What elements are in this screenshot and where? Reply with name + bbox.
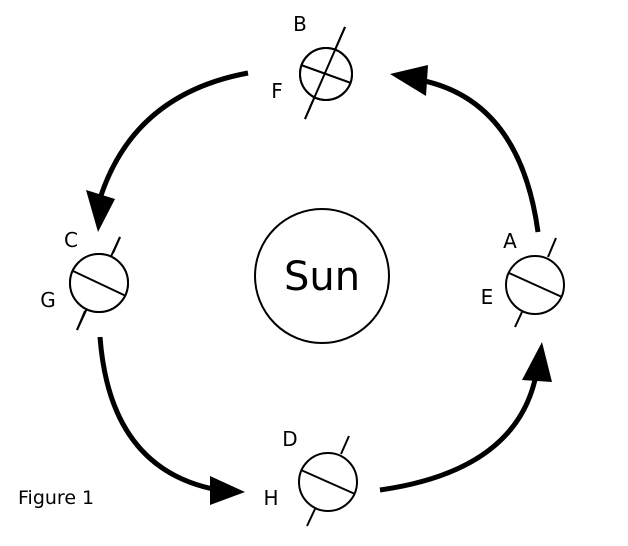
position-label-h: H xyxy=(263,486,278,510)
position-label-d: D xyxy=(282,427,297,451)
earth-position-left: C G xyxy=(40,228,129,331)
orbit-arrow-right-to-top xyxy=(419,77,541,233)
orbit-arrow-left-to-bottom xyxy=(97,336,219,493)
terminator-line xyxy=(508,272,563,298)
position-label-e: E xyxy=(481,285,494,309)
orbit-arrow-top-to-left xyxy=(95,70,249,206)
position-label-c: C xyxy=(64,228,78,252)
terminator-line xyxy=(300,64,352,84)
axis-stub-top xyxy=(547,237,557,258)
figure-caption: Figure 1 xyxy=(18,487,94,509)
earth-position-right: A E xyxy=(481,229,565,328)
sun-label: Sun xyxy=(284,254,360,300)
axis-stub-top xyxy=(340,435,350,455)
arrowhead-bottom-to-right xyxy=(522,342,552,382)
earth-axis-front xyxy=(304,26,346,120)
terminator-line xyxy=(300,469,356,495)
axis-stub-bottom xyxy=(76,310,86,331)
earth-position-top: B F xyxy=(271,12,353,120)
earth-outline xyxy=(299,47,353,101)
position-label-a: A xyxy=(503,229,517,253)
earth-position-bottom: D H xyxy=(263,427,358,527)
position-label-b: B xyxy=(293,12,307,36)
axis-stub-bottom xyxy=(306,508,316,527)
position-label-f: F xyxy=(271,79,283,103)
arrowhead-left-to-bottom xyxy=(210,476,245,505)
position-label-g: G xyxy=(40,288,56,312)
orbit-arrow-bottom-to-right xyxy=(379,369,540,493)
terminator-line-front xyxy=(72,270,127,297)
axis-stub-bottom xyxy=(514,311,523,328)
sun: Sun xyxy=(254,208,390,344)
sun-circle xyxy=(254,208,390,344)
arrowhead-top-to-left xyxy=(86,190,115,232)
arrowhead-right-to-top xyxy=(390,65,428,96)
orbit-arrows xyxy=(86,65,552,505)
axis-stub-top xyxy=(112,236,121,254)
